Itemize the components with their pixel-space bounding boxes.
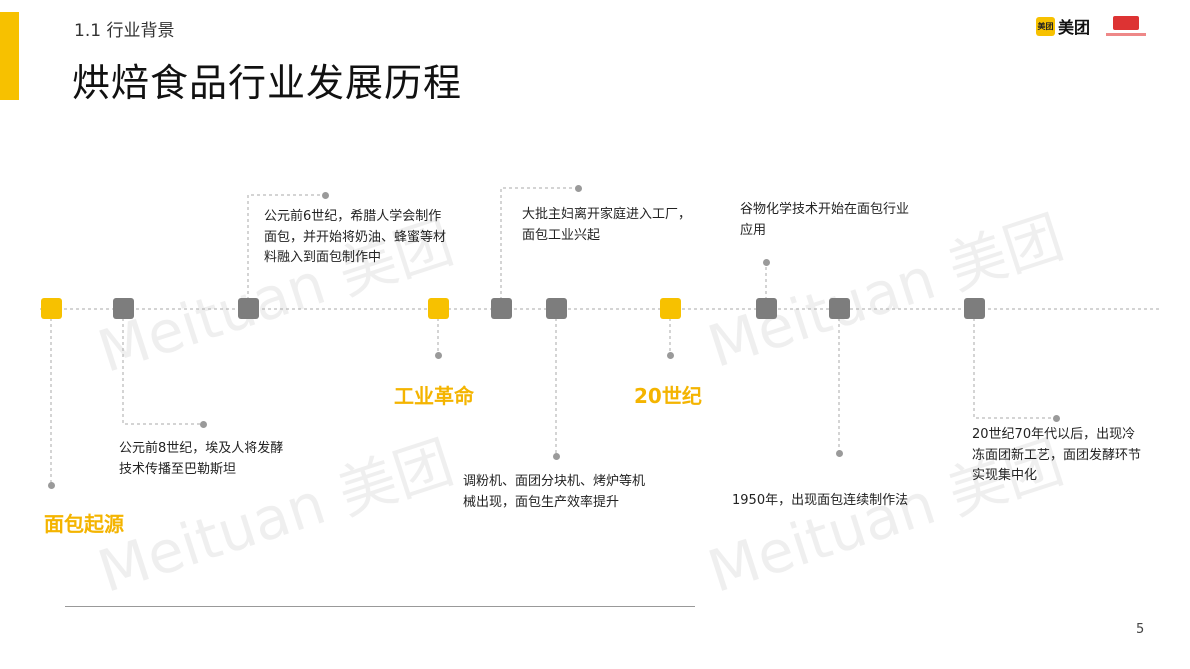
connector-dot (553, 453, 560, 460)
event-label: 谷物化学技术开始在面包行业应用 (740, 202, 910, 238)
connector-dot (575, 185, 582, 192)
timeline-node (756, 298, 777, 319)
event-label: 公元前8世纪，埃及人将发酵技术传播至巴勒斯坦 (119, 441, 284, 477)
connector-dot (200, 421, 207, 428)
footer-divider (65, 606, 695, 607)
timeline-node (829, 298, 850, 319)
connector-dot (48, 482, 55, 489)
event-label: 调粉机、面团分块机、烤炉等机械出现，面包生产效率提升 (463, 474, 646, 510)
connector-e2 (247, 194, 325, 300)
connector-dot (435, 352, 442, 359)
partner-logo-subline (1106, 33, 1146, 36)
meituan-logo-text: 美团 (1057, 18, 1090, 37)
era-label-century20: 20世纪 (634, 384, 702, 408)
connector-dot (836, 450, 843, 457)
era-label-origin: 面包起源 (44, 512, 124, 536)
timeline-node-century20 (660, 298, 681, 319)
era-label-industrial: 工业革命 (394, 384, 474, 408)
event-label: 公元前6世纪，希腊人学会制作面包，并开始将奶油、蜂蜜等材料融入到面包制作中 (264, 209, 447, 265)
timeline-node (113, 298, 134, 319)
timeline-node (546, 298, 567, 319)
meituan-logo: 美团 美团 (1035, 14, 1090, 38)
timeline-node (238, 298, 259, 319)
connector-e1 (122, 318, 203, 425)
connector-e3 (500, 187, 578, 300)
timeline-node (964, 298, 985, 319)
timeline-node-origin (41, 298, 62, 319)
connector-dot (763, 259, 770, 266)
event-label: 20世纪70年代以后，出现冷冻面团新工艺，面团发酵环节实现集中化 (972, 427, 1142, 483)
event-label: 大批主妇离开家庭进入工厂，面包工业兴起 (522, 207, 692, 243)
connector-dot (1053, 415, 1060, 422)
accent-bar (0, 12, 19, 100)
connector-dot (322, 192, 329, 199)
timeline-node (491, 298, 512, 319)
partner-logo-mark (1113, 16, 1139, 30)
event-label: 1950年，出现面包连续制作法 (732, 493, 909, 508)
section-label: 1.1 行业背景 (74, 21, 175, 41)
timeline-node-industrial (428, 298, 449, 319)
logos: 美团 美团 (1035, 14, 1146, 38)
page-title: 烘焙食品行业发展历程 (72, 61, 463, 105)
meituan-logo-mark: 美团 (1035, 16, 1055, 36)
connector-dot (667, 352, 674, 359)
page-number: 5 (1136, 622, 1145, 637)
partner-logo (1106, 16, 1146, 36)
connector-e7 (973, 318, 1056, 419)
